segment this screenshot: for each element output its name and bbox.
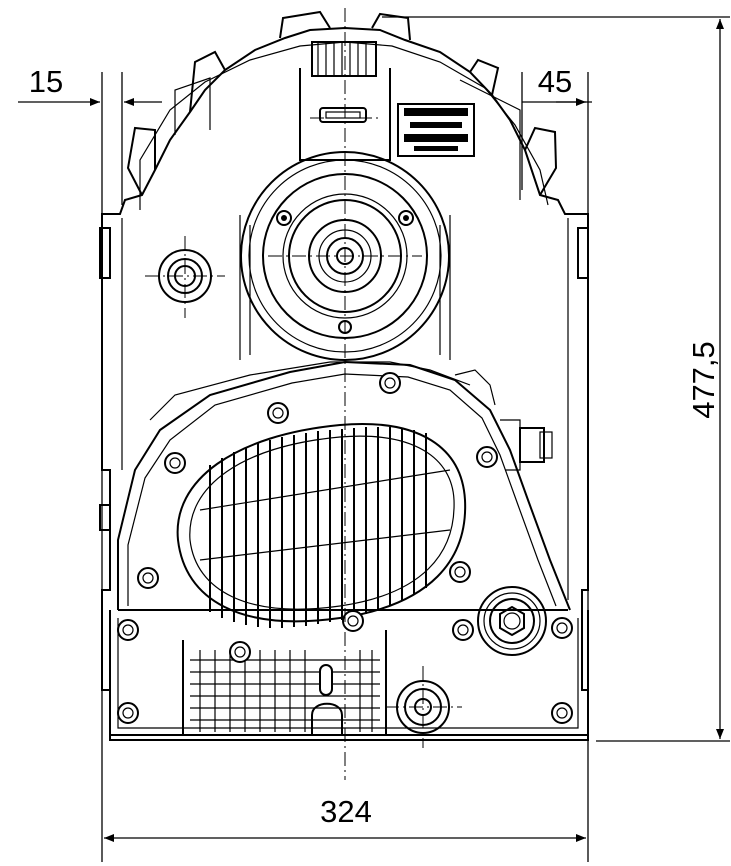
- dimension-label-477-5: 477,5: [686, 341, 721, 419]
- bolt: [137, 567, 159, 589]
- dimension-label-324: 324: [320, 794, 372, 829]
- lower-cover: [117, 360, 571, 611]
- label-plate: [397, 103, 475, 157]
- bottom-plug: [385, 666, 462, 748]
- bolt: [117, 619, 139, 641]
- bolt-holes: [117, 372, 573, 724]
- dimension-width: 324: [104, 794, 586, 842]
- bolt: [551, 702, 573, 724]
- bolt: [267, 402, 289, 424]
- left-plug: [145, 236, 225, 318]
- cooling-fins-oval: [176, 423, 467, 628]
- bolt: [551, 617, 573, 639]
- dimension-height: 477,5: [686, 19, 724, 739]
- bolt: [452, 619, 474, 641]
- dimension-label-15: 15: [29, 64, 63, 99]
- center-lines: [268, 8, 422, 780]
- bolt: [449, 561, 471, 583]
- bolt: [229, 641, 251, 663]
- hex-drain-plug: [477, 586, 547, 656]
- fin-group: [209, 427, 427, 628]
- dimension-lines: 15 45 477,5 324: [18, 16, 730, 862]
- bolt: [164, 452, 186, 474]
- dimension-label-45: 45: [538, 64, 572, 99]
- dimension-top-right: 45: [522, 64, 592, 106]
- bolt: [117, 702, 139, 724]
- bolt: [342, 610, 364, 632]
- dimension-top-left: 15: [18, 64, 162, 106]
- bolt: [379, 372, 401, 394]
- bolt: [476, 446, 498, 468]
